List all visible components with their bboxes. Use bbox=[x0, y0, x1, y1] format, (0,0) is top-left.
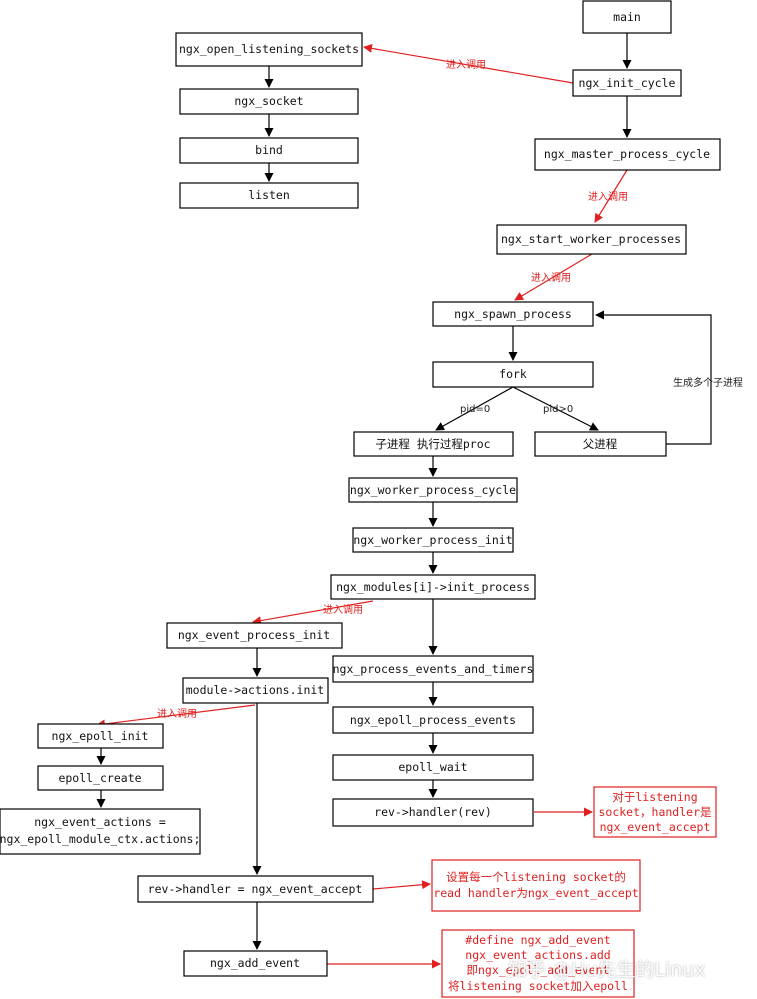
note-set-read-handler: 设置每一个listening socket的 read handler为ngx_… bbox=[431, 859, 641, 912]
node-listen: listen bbox=[179, 182, 359, 209]
edge-label-spawn-multiple: 生成多个子进程 bbox=[673, 376, 743, 389]
watermark: 知乎 @Hu先生的Linux bbox=[508, 959, 706, 981]
node-main: main bbox=[582, 0, 672, 34]
node-ngx-init-cycle: ngx_init_cycle bbox=[572, 69, 682, 97]
call-edge-assign-to-note bbox=[372, 880, 431, 890]
node-ngx-event-process-init: ngx_event_process_init bbox=[166, 622, 343, 649]
node-epoll-create: epoll_create bbox=[37, 765, 164, 791]
node-ngx-epoll-init-label: ngx_epoll_init bbox=[52, 729, 149, 743]
node-ngx-event-process-init-label: ngx_event_process_init bbox=[178, 628, 330, 642]
node-bind-label: bind bbox=[255, 143, 283, 157]
node-ngx-epoll-init: ngx_epoll_init bbox=[37, 723, 164, 749]
note-listening-handler-line-2: socket，handler是 bbox=[598, 805, 712, 819]
node-ngx-spawn-process-label: ngx_spawn_process bbox=[454, 307, 572, 321]
node-ngx-modules-init-process-label: ngx_modules[i]->init_process bbox=[336, 580, 530, 594]
call-edge-actions-init-to-epoll-init bbox=[96, 704, 256, 729]
node-ngx-worker-process-cycle: ngx_worker_process_cycle bbox=[348, 477, 518, 503]
call-edge-modules-to-event-init bbox=[252, 600, 374, 626]
call-edge-master-to-start-workers bbox=[594, 169, 628, 223]
node-epoll-wait: epoll_wait bbox=[332, 754, 534, 781]
edge-label-call-4: 进入调用 bbox=[323, 604, 363, 616]
node-ngx-init-cycle-label: ngx_init_cycle bbox=[579, 76, 676, 90]
edge-label-pid-parent: pid>0 bbox=[543, 404, 573, 415]
node-epoll-create-label: epoll_create bbox=[58, 771, 141, 785]
node-rev-handler-assign: rev->handler = ngx_event_accept bbox=[137, 875, 374, 903]
note-listening-handler-line-3: ngx_event_accept bbox=[600, 820, 711, 834]
node-ngx-worker-process-cycle-label: ngx_worker_process_cycle bbox=[350, 483, 516, 497]
flow-edges bbox=[96, 33, 712, 950]
edge-label-call-5: 进入调用 bbox=[157, 708, 197, 720]
node-child-process: 子进程 执行过程proc bbox=[353, 431, 514, 457]
node-listen-label: listen bbox=[248, 188, 290, 202]
edge-fork-to-child bbox=[435, 386, 514, 431]
node-ngx-open-listening-sockets-label: ngx_open_listening_sockets bbox=[179, 42, 359, 56]
edge-label-call-2: 进入调用 bbox=[588, 191, 628, 203]
note-define-add-event-line-2: ngx_event_actions.add bbox=[465, 948, 610, 962]
node-ngx-modules-init-process: ngx_modules[i]->init_process bbox=[330, 574, 536, 600]
node-epoll-wait-label: epoll_wait bbox=[398, 760, 467, 774]
node-bind: bind bbox=[179, 137, 359, 164]
node-parent-process-label: 父进程 bbox=[583, 437, 618, 451]
node-ngx-socket-label: ngx_socket bbox=[234, 94, 303, 108]
note-set-read-handler-line-2: read handler为ngx_event_accept bbox=[433, 886, 638, 900]
node-ngx-master-process-cycle: ngx_master_process_cycle bbox=[534, 138, 721, 171]
node-rev-handler-call: rev->handler(rev) bbox=[332, 798, 534, 827]
node-ngx-start-worker-processes: ngx_start_worker_processes bbox=[496, 224, 687, 255]
edge-fork-to-parent bbox=[512, 386, 599, 431]
node-rev-handler-call-label: rev->handler(rev) bbox=[374, 805, 492, 819]
note-define-add-event-line-1: #define ngx_add_event bbox=[465, 933, 610, 947]
note-define-add-event-line-3: 即ngx_epoll_add_event bbox=[466, 963, 609, 977]
node-rev-handler-assign-label: rev->handler = ngx_event_accept bbox=[148, 882, 363, 896]
node-fork: fork bbox=[432, 361, 594, 388]
note-set-read-handler-line-1: 设置每一个listening socket的 bbox=[446, 870, 626, 884]
node-ngx-event-actions-line-2: ngx_epoll_module_ctx.actions; bbox=[0, 832, 200, 846]
node-parent-process: 父进程 bbox=[534, 431, 667, 457]
node-module-actions-init: module->actions.init bbox=[182, 677, 329, 704]
node-ngx-event-actions: ngx_event_actions = ngx_epoll_module_ctx… bbox=[0, 808, 201, 855]
node-fork-label: fork bbox=[499, 367, 527, 381]
node-module-actions-init-label: module->actions.init bbox=[186, 683, 324, 697]
note-define-add-event: #define ngx_add_event ngx_event_actions.… bbox=[441, 929, 635, 998]
node-ngx-process-events-and-timers-label: ngx_process_events_and_timers bbox=[333, 662, 534, 676]
node-ngx-start-worker-processes-label: ngx_start_worker_processes bbox=[501, 232, 681, 246]
edge-label-pid-child: pid=0 bbox=[460, 404, 490, 415]
node-main-label: main bbox=[613, 10, 641, 24]
edge-label-call-1: 进入调用 bbox=[446, 59, 486, 71]
note-define-add-event-line-4: 将listening socket加入epoll bbox=[448, 979, 628, 993]
node-ngx-process-events-and-timers: ngx_process_events_and_timers bbox=[332, 655, 534, 683]
node-ngx-worker-process-init: ngx_worker_process_init bbox=[352, 527, 514, 553]
node-ngx-event-actions-line-1: ngx_event_actions = bbox=[34, 815, 166, 829]
call-edge-start-workers-to-spawn bbox=[514, 253, 593, 301]
edge-labels: 进入调用 进入调用 进入调用 进入调用 进入调用 pid=0 pid>0 生成多… bbox=[157, 59, 743, 720]
node-ngx-socket: ngx_socket bbox=[179, 88, 359, 115]
node-ngx-worker-process-init-label: ngx_worker_process_init bbox=[353, 533, 512, 547]
edge-label-call-3: 进入调用 bbox=[531, 272, 571, 284]
note-listening-handler-line-1: 对于listening bbox=[612, 790, 697, 804]
call-edges bbox=[96, 43, 628, 969]
node-ngx-open-listening-sockets: ngx_open_listening_sockets bbox=[175, 32, 363, 67]
node-ngx-epoll-process-events-label: ngx_epoll_process_events bbox=[350, 713, 516, 727]
node-child-process-label: 子进程 执行过程proc bbox=[375, 437, 490, 451]
node-ngx-add-event-label: ngx_add_event bbox=[210, 956, 300, 970]
note-listening-handler: 对于listening socket，handler是 ngx_event_ac… bbox=[593, 786, 717, 838]
edge-parent-loop-to-spawn bbox=[595, 310, 712, 445]
node-ngx-add-event: ngx_add_event bbox=[183, 950, 328, 977]
node-ngx-spawn-process: ngx_spawn_process bbox=[432, 301, 594, 327]
call-edge-init-cycle-to-open bbox=[363, 43, 574, 84]
node-ngx-epoll-process-events: ngx_epoll_process_events bbox=[332, 706, 534, 734]
node-ngx-master-process-cycle-label: ngx_master_process_cycle bbox=[544, 147, 710, 161]
